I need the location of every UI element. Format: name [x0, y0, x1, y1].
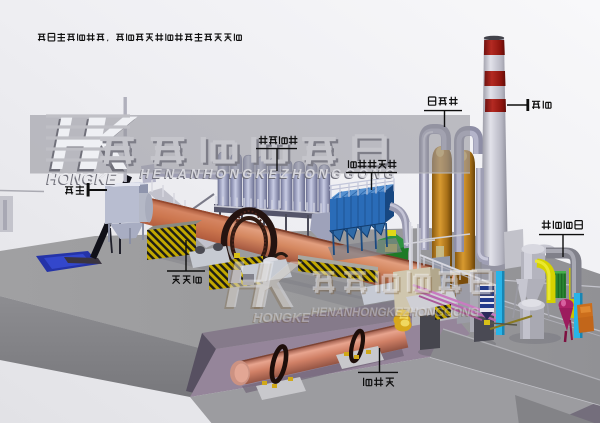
svg-text:HONGKE: HONGKE [253, 310, 310, 325]
svg-text:K: K [251, 247, 303, 321]
svg-text:H: H [48, 104, 105, 189]
svg-text:K: K [249, 249, 301, 323]
svg-text:H: H [225, 247, 274, 321]
svg-text:H: H [223, 249, 272, 323]
svg-text:HENANHONGKEZHONGGONG: HENANHONGKEZHONGGONG [140, 166, 398, 181]
svg-text:HENANHONGKEZHONGGONG: HENANHONGKEZHONGGONG [310, 308, 478, 320]
svg-text:HONGKE: HONGKE [252, 311, 309, 326]
svg-text:HENANHONGKEZHONGGONG: HENANHONGKEZHONGGONG [311, 307, 479, 319]
svg-text:HENANHONGKEZHONGGONG: HENANHONGKEZHONGGONG [139, 167, 397, 182]
svg-text:HONGKE: HONGKE [46, 172, 118, 189]
svg-text:HONGKE: HONGKE [47, 171, 119, 188]
